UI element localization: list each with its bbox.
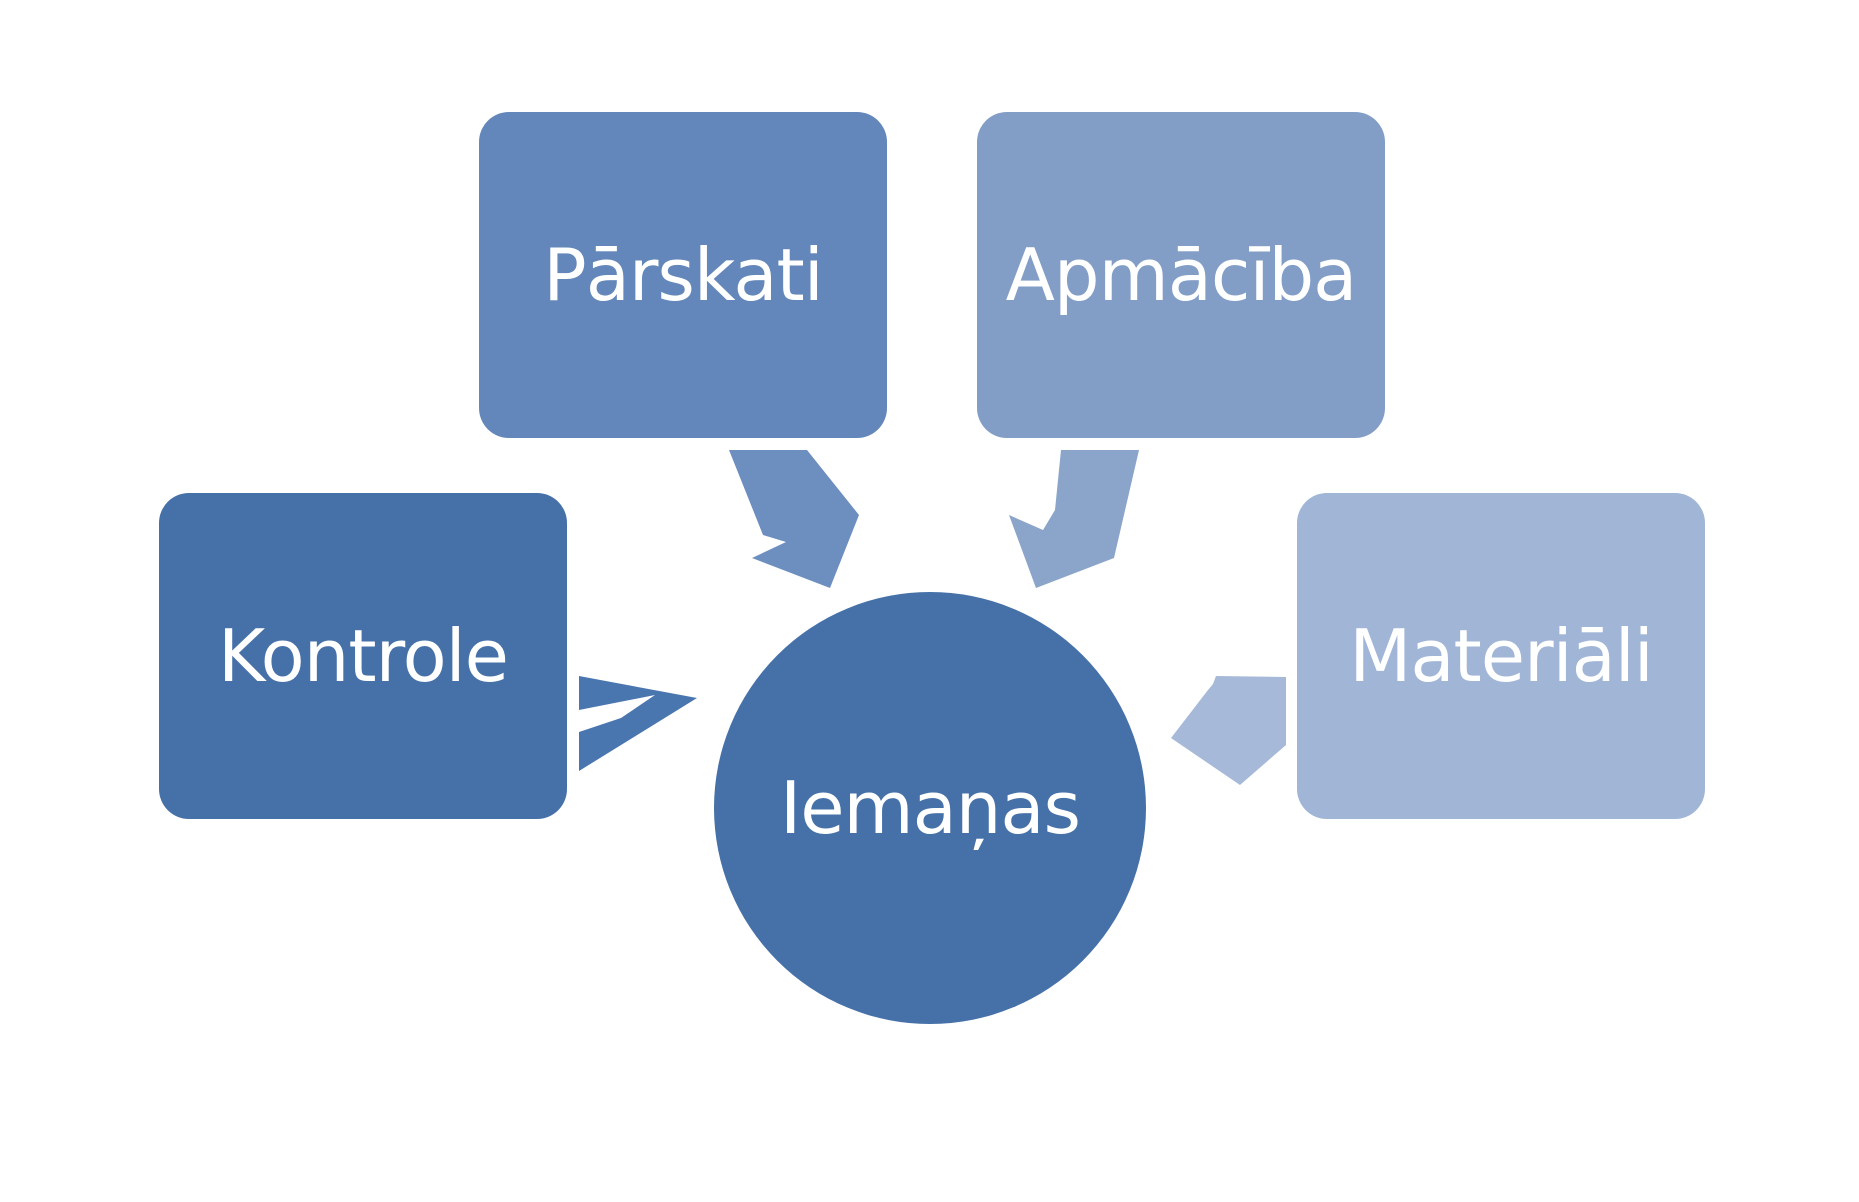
node-apmaciba: Apmācība [977, 112, 1385, 438]
arrow-parskati-to-center [729, 450, 859, 588]
node-center-label: Iemaņas [779, 766, 1081, 850]
arrow-kontrole-to-center [579, 676, 697, 771]
node-kontrole-label: Kontrole [218, 614, 509, 698]
node-materiali-label: Materiāli [1349, 614, 1654, 698]
node-center-iemanas: Iemaņas [714, 592, 1146, 1024]
node-parskati: Pārskati [479, 112, 887, 438]
node-kontrole: Kontrole [159, 493, 567, 819]
arrow-materiali-to-center [1171, 676, 1286, 785]
node-apmaciba-label: Apmācība [1005, 233, 1358, 317]
arrow-apmaciba-to-center [1009, 450, 1139, 588]
node-materiali: Materiāli [1297, 493, 1705, 819]
node-parskati-label: Pārskati [543, 233, 823, 317]
